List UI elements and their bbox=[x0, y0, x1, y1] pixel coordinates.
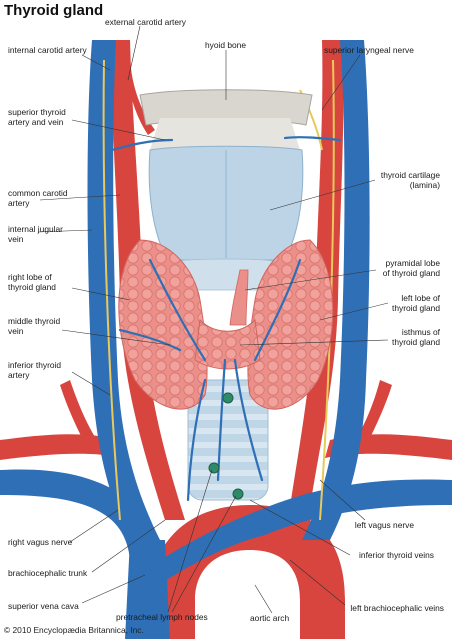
trachea-shape bbox=[187, 379, 269, 501]
label-internal-jugular-line1: internal jugular bbox=[8, 224, 63, 234]
label-pyramidal-lobe-line2: of thyroid gland bbox=[382, 268, 440, 278]
label-inferior-thyroid-artery-line1: inferior thyroid bbox=[8, 360, 62, 370]
label-brachiocephalic-trunk: brachiocephalic trunk bbox=[8, 568, 88, 578]
label-hyoid-bone: hyoid bone bbox=[205, 40, 246, 50]
label-internal-jugular-line2: vein bbox=[8, 234, 24, 244]
hyoid-bone-shape bbox=[139, 89, 313, 150]
brachiocephalic-veins bbox=[0, 469, 452, 639]
label-aortic-arch: aortic arch bbox=[250, 613, 290, 623]
right-carotid-artery bbox=[111, 40, 185, 520]
right-internal-jugular-vein bbox=[87, 40, 160, 540]
label-isthmus-line1: isthmus of bbox=[401, 327, 440, 337]
label-isthmus-line2: thyroid gland bbox=[392, 337, 440, 347]
label-left-brachiocephalic-veins: left brachiocephalic veins bbox=[350, 603, 444, 613]
label-pretracheal-lymph-nodes: pretracheal lymph nodes bbox=[116, 612, 208, 622]
label-superior-vena-cava: superior vena cava bbox=[8, 601, 79, 611]
label-right-vagus-nerve: right vagus nerve bbox=[8, 537, 73, 547]
label-inferior-thyroid-veins: inferior thyroid veins bbox=[359, 550, 434, 560]
thyroid-gland-shape bbox=[118, 239, 334, 410]
label-middle-thyroid-line1: middle thyroid bbox=[8, 316, 61, 326]
page-title: Thyroid gland bbox=[4, 2, 104, 19]
label-common-carotid-line1: common carotid bbox=[8, 188, 68, 198]
label-middle-thyroid-line2: vein bbox=[8, 326, 24, 336]
label-thyroid-cartilage-line1: thyroid cartilage bbox=[380, 170, 440, 180]
thyroid-cartilage-shape bbox=[148, 145, 304, 291]
label-superior-thyroid-line2: artery and vein bbox=[8, 117, 64, 127]
label-superior-laryngeal-nerve: superior laryngeal nerve bbox=[324, 45, 414, 55]
label-right-lobe-line2: thyroid gland bbox=[8, 282, 56, 292]
label-left-lobe-line1: left lobe of bbox=[401, 293, 440, 303]
label-thyroid-cartilage-line2: (lamina) bbox=[409, 180, 440, 190]
left-internal-jugular-vein bbox=[302, 40, 370, 540]
leader-lines bbox=[37, 25, 389, 614]
label-superior-thyroid-line1: superior thyroid bbox=[8, 107, 66, 117]
label-external-carotid-artery: external carotid artery bbox=[105, 17, 186, 27]
label-left-lobe-line2: thyroid gland bbox=[392, 303, 440, 313]
label-pyramidal-lobe-line1: pyramidal lobe bbox=[385, 258, 440, 268]
label-internal-carotid-artery: internal carotid artery bbox=[8, 45, 87, 55]
label-inferior-thyroid-artery-line2: artery bbox=[8, 370, 30, 380]
label-right-lobe-line1: right lobe of bbox=[8, 272, 52, 282]
label-common-carotid-line2: artery bbox=[8, 198, 30, 208]
copyright-credit: © 2010 Encyclopædia Britannica, Inc. bbox=[4, 625, 144, 635]
label-left-vagus-nerve: left vagus nerve bbox=[354, 520, 414, 530]
